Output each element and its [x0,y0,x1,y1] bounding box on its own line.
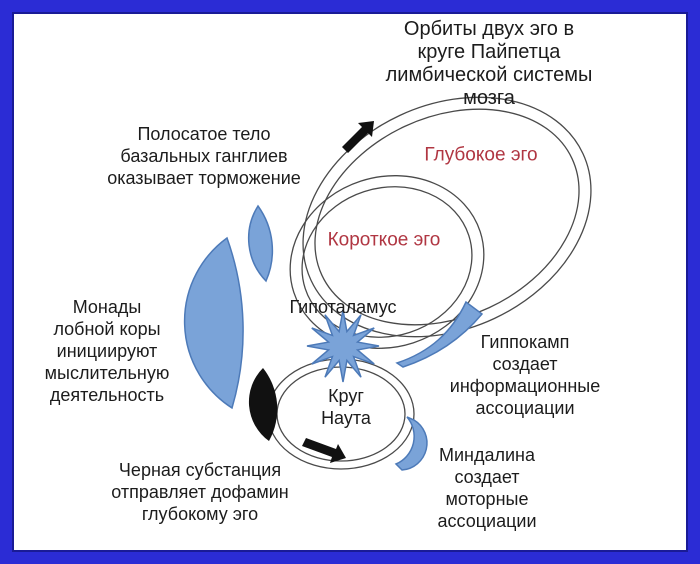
label-amygdala: Миндалина создает моторные ассоциации [437,445,537,531]
deep-ego-orbit [302,96,592,338]
amygdala-arc [394,416,428,471]
label-striatum: Полосатое тело базальных ганглиев оказыв… [107,124,301,188]
diagram-title: Орбиты двух эго в круге Пайпетца лимбиче… [385,18,593,109]
orbit-direction-arrow-icon [342,121,374,153]
striatum-arc [247,204,274,283]
label-hippocampus: Гиппокамп создает информационные ассоциа… [449,332,601,418]
label-hypothalamus: Гипоталамус [289,297,397,318]
label-substantia-nigra: Черная субстанция отправляет дофамин глу… [111,460,289,524]
substantia-nigra-arc [248,368,278,441]
label-nauta-circle: Круг Наута [321,386,371,428]
nauta-direction-arrow-icon [302,438,346,463]
frontal-cortex-arc [183,236,244,410]
hypothalamus-starburst-icon [306,309,380,383]
short-ego-orbit [289,175,485,349]
label-frontal-monads: Монады лобной коры инициируют мыслительн… [44,297,170,405]
label-deep-ego: Глубокое эго [424,144,538,166]
hippocampus-arrow [395,300,484,368]
label-short-ego: Короткое эго [327,229,441,251]
